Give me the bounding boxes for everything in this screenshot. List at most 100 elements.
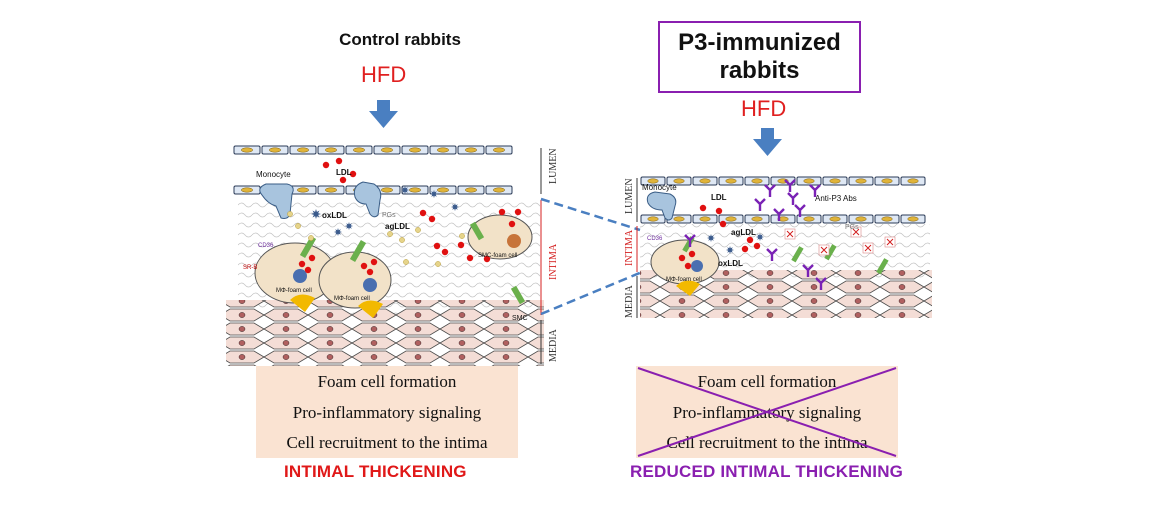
oxldl-star (726, 246, 734, 254)
zoom-connector-bottom (540, 270, 643, 316)
ldl-dot (304, 266, 312, 274)
monocyte-cell (259, 183, 294, 219)
lumen-label-right: LUMEN (624, 178, 635, 214)
ldl-dot (433, 242, 441, 250)
foam-cell-label-right: MΦ-foam cell (666, 277, 702, 283)
receptor-shape (290, 294, 315, 312)
oxldl-star (401, 186, 409, 194)
monocyte-cell-2 (353, 181, 382, 218)
ldl-particles-right (678, 204, 761, 270)
oxldl-star (707, 234, 715, 242)
intima-label-right: INTIMA (624, 229, 635, 266)
foam-cell-label-1: MΦ-foam cell (276, 288, 312, 294)
oxldl-particles-right (707, 233, 764, 254)
oxldl-label-right: oxLDL (718, 259, 743, 268)
oxldl-star (311, 209, 321, 219)
right-endothelium-top (640, 176, 926, 186)
pgs-label-left: PGs (382, 212, 396, 219)
smc-foam-cell (467, 214, 533, 260)
media-label-right: MEDIA (624, 284, 635, 318)
ldl-dot (419, 209, 427, 217)
hfd-label-left: HFD (361, 62, 407, 87)
outcome-foam-cell-right: Foam cell formation (697, 372, 837, 391)
hfd-label-right: HFD (741, 96, 787, 121)
monocyte-label-right: Monocyte (642, 183, 677, 192)
antibody-icon (766, 248, 778, 261)
ldl-dot (428, 215, 436, 223)
ldl-dot (684, 262, 692, 270)
ldl-dot (746, 236, 754, 244)
antibody-icon (787, 192, 799, 205)
lumen-label-left: LUMEN (548, 148, 559, 184)
pgs-label-right: PGs (845, 224, 859, 231)
ldl-dot (688, 250, 696, 258)
ldl-dot (514, 208, 522, 216)
ldl-dot (349, 170, 357, 178)
antibody-icon (754, 198, 766, 211)
ldl-dot (322, 161, 330, 169)
p3-immunized-title-box: P3-immunized rabbits (658, 21, 861, 93)
ldl-label-left: LDL (336, 168, 352, 177)
ldl-dot (466, 254, 474, 262)
oxldl-star (430, 190, 438, 198)
oxldl-star (451, 203, 459, 211)
foam-cell-label-2: MΦ-foam cell (334, 296, 370, 302)
anti-p3-label: Anti-P3 Abs (815, 194, 857, 203)
monocyte-cell-right (646, 191, 677, 221)
cd36-label-right: CD36 (647, 236, 663, 242)
ldl-particles (287, 157, 522, 276)
ldl-dot (457, 241, 465, 249)
right-vessel-section: LUMEN INTIMA MEDIA Monocyte LDL Anti-P3 … (624, 176, 932, 318)
ldl-dot (366, 268, 374, 276)
outcomes-box-right: Foam cell formation Pro-inflammatory sig… (636, 366, 898, 458)
ldl-dot (335, 157, 343, 165)
srb-label-left: SR-B (243, 265, 257, 271)
down-arrow-left (369, 100, 398, 128)
antibody-icon (802, 264, 814, 277)
ldl-dot (508, 220, 516, 228)
ldl-dot (360, 262, 368, 270)
oxldl-star (334, 228, 342, 236)
p3-title-line2: rabbits (719, 57, 800, 84)
oxldl-label-left: oxLDL (322, 211, 347, 220)
ldl-dot (699, 204, 707, 212)
control-rabbits-title: Control rabbits (339, 30, 461, 49)
smc-label: SMC (512, 315, 528, 322)
zoom-connector-top (540, 197, 641, 232)
outcome-foam-cell: Foam cell formation (317, 372, 457, 391)
monocyte-label-left: Monocyte (256, 170, 291, 179)
ldl-dot (715, 207, 723, 215)
ldl-dot (741, 245, 749, 253)
oxldl-star (756, 233, 764, 241)
cd36-label-left: CD36 (258, 243, 274, 249)
antibody-icon (773, 208, 785, 221)
outcomes-box-left: Foam cell formation Pro-inflammatory sig… (256, 366, 518, 458)
ldl-dot (498, 208, 506, 216)
left-media-smc-layer (226, 300, 544, 366)
intima-label-left: INTIMA (548, 243, 559, 280)
crossed-out-mark (637, 367, 897, 457)
ldl-dot (370, 258, 378, 266)
ldl-dot (753, 242, 761, 250)
ldl-dot (298, 260, 306, 268)
left-vessel-section: LUMEN INTIMA MEDIA Monocyte LDL oxLDL ag… (226, 145, 559, 366)
ldl-dot (308, 254, 316, 262)
oxldl-star (345, 222, 353, 230)
smc-foam-label: SMC-foam cell (478, 253, 517, 259)
anti-p3-antibodies (684, 179, 827, 290)
ldl-dot (719, 220, 727, 228)
antibody-icon (809, 184, 821, 197)
ldl-dot (339, 176, 347, 184)
outcome-recruitment: Cell recruitment to the intima (286, 433, 488, 452)
p3-title-line1: P3-immunized (678, 29, 841, 56)
right-endothelium-bottom (640, 214, 926, 224)
agldl-label-left: agLDL (385, 222, 410, 231)
ldl-dot (441, 248, 449, 256)
oxldl-particles (311, 186, 459, 236)
down-arrow-right (753, 128, 782, 156)
left-endothelium-top (233, 145, 513, 155)
antibody-icon (684, 234, 696, 247)
media-label-left: MEDIA (548, 328, 559, 362)
outcome-inflammation: Pro-inflammatory signaling (292, 403, 482, 422)
